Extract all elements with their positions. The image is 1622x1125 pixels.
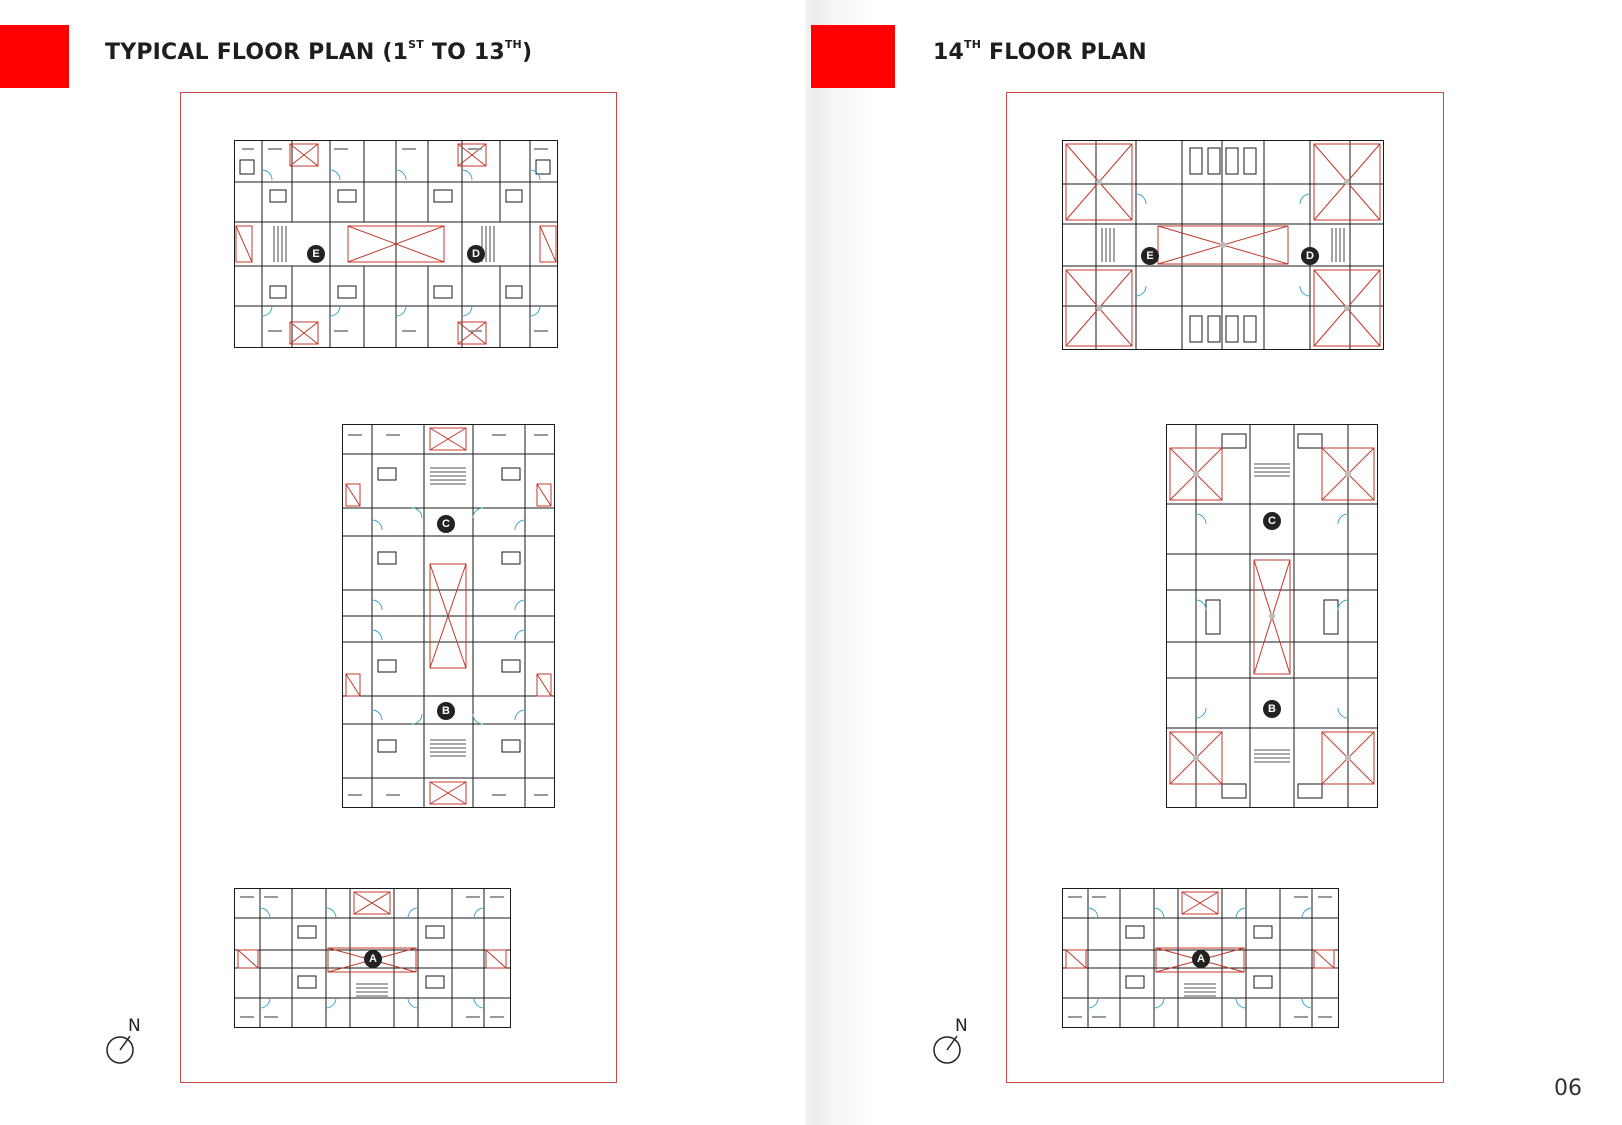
wing-b-marker: B	[437, 702, 455, 720]
wing-a-marker: A	[364, 950, 382, 968]
floor-plan-wing-a	[234, 888, 511, 1028]
floor-plan-14-wing-e-d	[1062, 140, 1384, 350]
wing-d-marker: D	[467, 245, 485, 263]
fourteenth-floor-plan-title: 14TH FLOOR PLAN	[933, 38, 1147, 65]
book-spine-shadow	[805, 0, 875, 1125]
floor-plan-14-wing-a	[1062, 888, 1339, 1028]
page-number: 06	[1554, 1076, 1582, 1101]
north-compass-icon: N	[104, 1016, 148, 1066]
left-page: TYPICAL FLOOR PLAN (1ST TO 13TH)	[0, 25, 617, 1083]
floor-plan-14-wing-c-b	[1166, 424, 1378, 808]
wing-e-marker-14: E	[1141, 247, 1159, 265]
red-tab-right	[811, 25, 895, 88]
red-tab-left	[0, 25, 69, 88]
wing-a-marker-14: A	[1192, 950, 1210, 968]
wing-d-marker-14: D	[1301, 247, 1319, 265]
plan-frame-left	[180, 92, 617, 1083]
wing-e-marker: E	[307, 245, 325, 263]
typical-floor-plan-title: TYPICAL FLOOR PLAN (1ST TO 13TH)	[105, 38, 533, 65]
floor-plan-wing-c-b	[342, 424, 555, 808]
plan-frame-right	[1006, 92, 1444, 1083]
wing-c-marker: C	[437, 515, 455, 533]
north-compass-icon-right: N	[931, 1016, 975, 1066]
north-label: N	[128, 1016, 141, 1036]
wing-b-marker-14: B	[1263, 700, 1281, 718]
floor-plan-wing-e-d	[234, 140, 558, 348]
right-page: 14TH FLOOR PLAN E D	[811, 0, 1622, 1125]
north-label-right: N	[955, 1016, 968, 1036]
wing-c-marker-14: C	[1263, 512, 1281, 530]
